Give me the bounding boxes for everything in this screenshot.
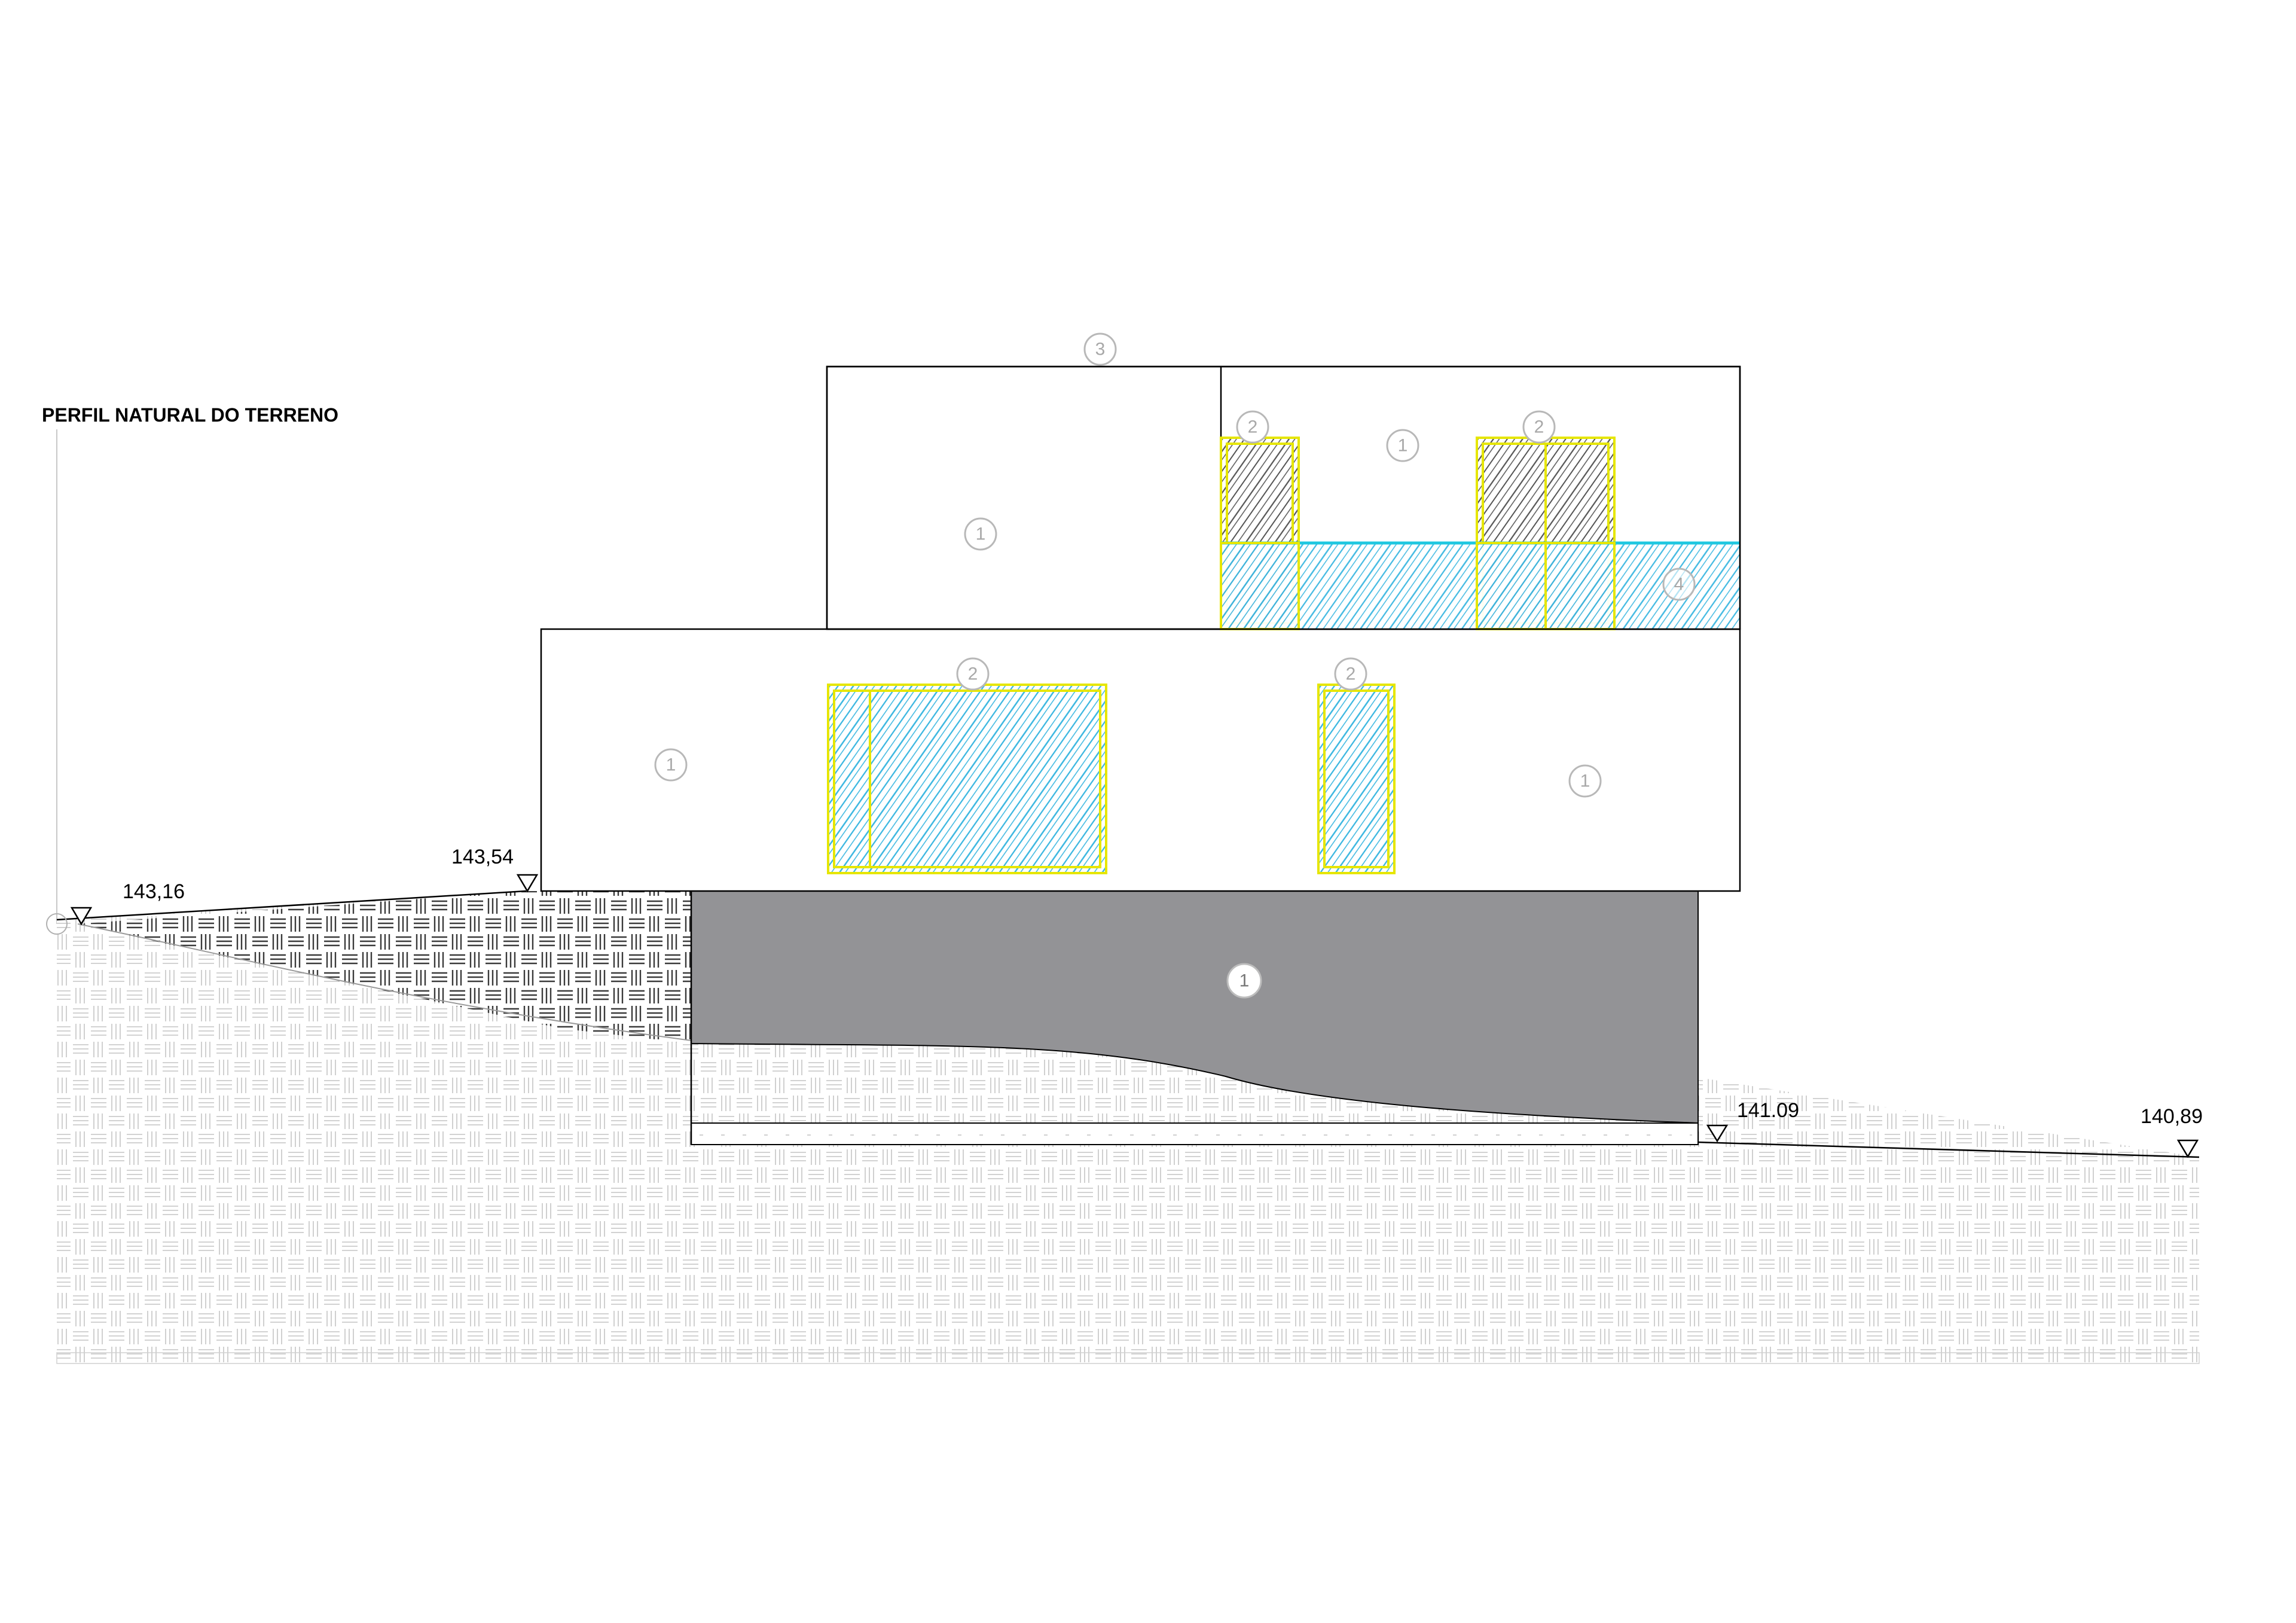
svg-text:1: 1 bbox=[1398, 436, 1408, 456]
tag-2-lower-window-b: 2 bbox=[1334, 657, 1367, 691]
lower-window-narrow bbox=[1317, 684, 1396, 874]
tag-1-basement: 1 bbox=[1226, 963, 1262, 999]
compacted-fill bbox=[78, 891, 691, 1044]
soil-bottom-edge bbox=[56, 1352, 2200, 1364]
svg-text:1: 1 bbox=[1580, 771, 1590, 791]
tag-1-upper-right: 1 bbox=[1386, 429, 1419, 462]
svg-text:4: 4 bbox=[1674, 575, 1684, 594]
glass-balcony-rail bbox=[1221, 543, 1740, 629]
elevation-label-2: 143,54 bbox=[451, 846, 514, 868]
svg-text:1: 1 bbox=[976, 524, 986, 544]
svg-text:1: 1 bbox=[1239, 971, 1250, 991]
terrain-surface-left bbox=[56, 890, 527, 921]
terrain-surface-right bbox=[1697, 1141, 2200, 1158]
tag-2-upper-window-a: 2 bbox=[1236, 410, 1269, 444]
lower-floor-facade bbox=[540, 628, 1741, 892]
tag-4-balcony: 4 bbox=[1662, 568, 1696, 601]
upper-floor-outline bbox=[826, 365, 1741, 630]
elevation-marker-1: 143,16 bbox=[46, 880, 185, 935]
tag-1-lower-right: 1 bbox=[1568, 764, 1602, 798]
svg-text:2: 2 bbox=[968, 664, 978, 684]
foundation-strip bbox=[691, 1122, 1699, 1145]
svg-text:2: 2 bbox=[1346, 664, 1356, 684]
elevation-marker-4: 140,89 bbox=[2141, 1105, 2203, 1158]
elevation-label-4: 140,89 bbox=[2141, 1105, 2203, 1128]
elevation-label-1: 143,16 bbox=[123, 880, 185, 903]
lower-window-large bbox=[827, 684, 1107, 874]
tag-1-upper-left: 1 bbox=[964, 517, 997, 551]
elevation-label-3: 141.09 bbox=[1737, 1099, 1799, 1122]
elevation-marker-2: 143,54 bbox=[451, 846, 539, 893]
tag-1-lower-left: 1 bbox=[654, 748, 688, 782]
drawing-title: PERFIL NATURAL DO TERRENO bbox=[42, 404, 338, 426]
tag-2-upper-window-b: 2 bbox=[1522, 410, 1556, 444]
tag-2-lower-window-a: 2 bbox=[956, 657, 990, 691]
svg-text:1: 1 bbox=[666, 755, 676, 775]
natural-terrain-line bbox=[77, 923, 692, 1041]
svg-text:2: 2 bbox=[1534, 417, 1544, 437]
svg-text:2: 2 bbox=[1248, 417, 1258, 437]
svg-text:3: 3 bbox=[1095, 340, 1106, 359]
basement-block bbox=[691, 890, 1699, 1124]
tag-3-roof: 3 bbox=[1083, 332, 1117, 366]
elevation-marker-3: 141.09 bbox=[1706, 1099, 1799, 1143]
